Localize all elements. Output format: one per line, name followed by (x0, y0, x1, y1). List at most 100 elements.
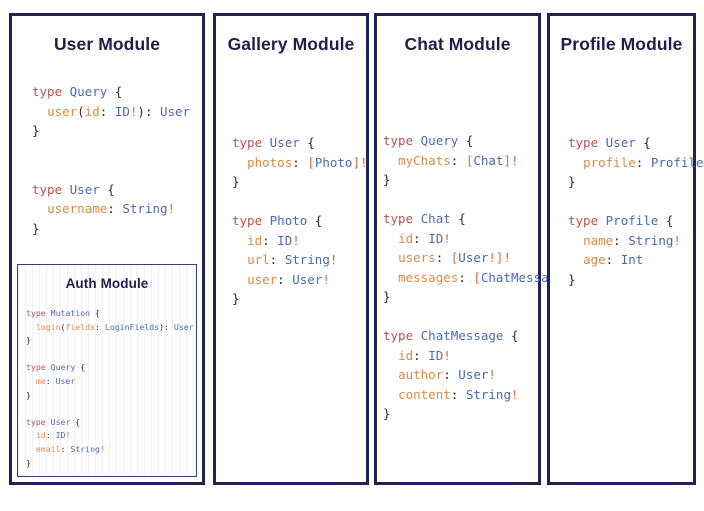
code-token: ! (510, 152, 519, 168)
code-token: } (32, 123, 40, 138)
code-token: : (60, 443, 71, 454)
code-token: String (465, 386, 511, 402)
code-token: ! (443, 347, 451, 363)
code-line: type Mutation { (26, 307, 194, 321)
code-token (262, 135, 270, 150)
code-token: ID (428, 347, 444, 363)
code-token: ( (60, 321, 66, 332)
code-token: ID (428, 230, 444, 246)
code-token: Query (50, 362, 76, 373)
code-token: type (26, 362, 46, 373)
code-token: User (269, 135, 300, 150)
code-token: User (173, 321, 194, 332)
panel-gallery-module[interactable]: Gallery Module type User { photos: [Phot… (213, 13, 369, 485)
code-token: : (605, 252, 621, 267)
code-token: User (458, 367, 489, 382)
code-token: User (69, 181, 100, 197)
code-token (568, 233, 583, 248)
code-token: ): (137, 103, 160, 119)
code-token: id (247, 232, 263, 248)
code-token (32, 201, 47, 216)
panel-title-chat-module: Chat Module (404, 34, 511, 54)
code-token: ! (322, 271, 330, 287)
code-line: } (383, 170, 579, 190)
code-token: messages (398, 269, 459, 285)
code-token: content (398, 386, 451, 402)
code-token: type (383, 133, 414, 148)
panel-chat-module[interactable]: Chat Module type Query { myChats: [Chat]… (374, 13, 579, 485)
code-line: id: ID! (383, 346, 579, 366)
panel-profile-module[interactable]: Profile Module type User { profile: Prof… (547, 13, 704, 485)
code-token: { (635, 135, 651, 150)
panel-user-module[interactable]: User Module type Query { user(id: ID!): … (9, 13, 205, 485)
code-token: : (413, 230, 429, 246)
code-token: id (398, 347, 414, 363)
code-token: author (398, 367, 444, 382)
code-token: : (435, 250, 451, 265)
code-token: User (55, 375, 76, 386)
code-token (383, 387, 398, 402)
code-token: ): (159, 321, 174, 332)
code-line: content: String! (383, 385, 579, 405)
code-token: } (26, 389, 31, 400)
code-line (26, 348, 194, 362)
code-token: : (613, 232, 629, 248)
code-line: } (26, 457, 194, 471)
code-line: me: User (26, 375, 194, 389)
code-token: user (247, 271, 278, 287)
code-line: type Chat { (383, 209, 579, 229)
code-token: : (413, 347, 429, 363)
code-token: !]! (488, 250, 511, 265)
code-token: type (568, 213, 599, 228)
code-token: photos (247, 154, 293, 170)
code-line: login(fields: LoginFields): User (26, 321, 194, 335)
code-token: String (70, 443, 100, 454)
panel-auth-module[interactable]: Auth Module type Mutation { login(fields… (17, 264, 197, 477)
code-line: messages: [ChatMessage]! (383, 268, 579, 288)
code-token: type (32, 84, 63, 99)
code-token: { (99, 181, 115, 197)
code-line: } (568, 172, 704, 192)
code-token (383, 367, 398, 382)
code-token (383, 250, 398, 265)
code-line (32, 141, 190, 161)
code-token (26, 444, 36, 454)
code-line: type User { (568, 133, 704, 153)
code-token: } (232, 174, 240, 189)
code-token (26, 322, 36, 332)
code-block-chat-module: type Query { myChats: [Chat]!} type Chat… (383, 131, 579, 424)
code-token: Photo (314, 154, 353, 170)
code-token: Query (420, 133, 459, 148)
code-token: Profile (650, 154, 704, 170)
code-token (26, 430, 36, 440)
code-token: ChatMessage (420, 328, 504, 343)
code-token: ! (292, 232, 300, 248)
code-token: ! (167, 201, 176, 216)
code-token (32, 104, 47, 119)
code-token: ! (488, 367, 496, 382)
code-token: [ (473, 269, 481, 285)
code-token (598, 213, 606, 228)
code-token: { (658, 213, 674, 228)
code-line: type Photo { (232, 211, 368, 231)
code-token: } (232, 291, 240, 306)
code-line: type User { (26, 416, 194, 430)
code-token (232, 252, 247, 267)
code-token: } (568, 174, 576, 189)
code-token: [ (465, 152, 474, 168)
code-token: ID (55, 430, 66, 441)
code-token: String (284, 252, 330, 267)
code-token (568, 155, 583, 170)
code-token: ! (129, 103, 138, 119)
code-token: { (107, 84, 123, 99)
code-token: : (292, 154, 308, 170)
code-token: email (35, 443, 61, 454)
code-token (383, 348, 398, 363)
code-token: login (35, 321, 61, 332)
code-token: Query (69, 84, 108, 99)
code-token (413, 133, 421, 148)
code-token: : (635, 154, 651, 170)
code-line: author: User! (383, 365, 579, 385)
code-token: : (99, 103, 115, 119)
code-token: ! (329, 252, 338, 267)
